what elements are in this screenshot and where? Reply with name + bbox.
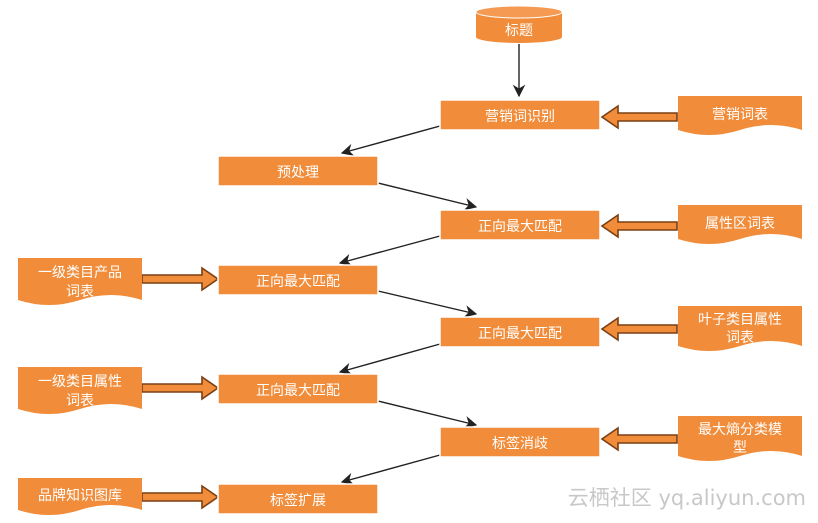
- edge-fmm4-to-label-disambig: [377, 400, 478, 429]
- lvl1-attr-dict-line1: 一级类目属性: [38, 374, 122, 390]
- lvl1-attr-dict-shape: [18, 367, 142, 414]
- attr-region-dict-shape: [678, 205, 802, 244]
- label-disambig-label: 标签消歧: [492, 435, 548, 452]
- fmm2-node: 正向最大匹配: [217, 264, 379, 296]
- fmm2-box: [217, 264, 379, 296]
- lvl1-attr-dict-node: 一级类目属性 词表: [18, 367, 142, 414]
- label-extend-box: [217, 483, 379, 515]
- fmm1-box: [439, 209, 601, 241]
- label-disambig-node: 标签消歧: [439, 426, 601, 458]
- max-entropy-model-line2: 型: [733, 440, 747, 456]
- leaf-attr-dict-shape: [678, 306, 802, 351]
- label-extend-label: 标签扩展: [270, 492, 326, 509]
- edge-fmm1-to-fmm2: [338, 235, 441, 267]
- block-arrow-marketing-dict: [600, 104, 678, 130]
- label-extend-node: 标签扩展: [217, 483, 379, 515]
- lvl1-product-dict-line1: 一级类目产品: [38, 265, 122, 281]
- attr-region-dict-label: 属性区词表: [705, 216, 775, 232]
- fmm3-label: 正向最大匹配: [478, 326, 562, 342]
- preprocess-label: 预处理: [277, 165, 319, 181]
- block-arrow-max-entropy-model: [600, 426, 678, 452]
- fmm4-box: [217, 373, 379, 405]
- block-arrow-leaf-attr-dict: [600, 316, 678, 342]
- edge-fmm2-to-fmm3: [377, 290, 478, 318]
- leaf-attr-dict-line1: 叶子类目属性: [698, 312, 782, 328]
- label-disambig-box: [439, 426, 601, 458]
- fmm2-label: 正向最大匹配: [256, 274, 340, 290]
- block-arrow-attr-region-dict: [600, 213, 678, 239]
- leaf-attr-dict-line2: 词表: [726, 330, 754, 346]
- marketing-recog-node: 营销词识别: [439, 99, 601, 131]
- title-cylinder-top: [475, 5, 563, 19]
- fmm3-box: [439, 316, 601, 348]
- fmm1-label: 正向最大匹配: [478, 219, 562, 235]
- block-arrow-lvl1-product-dict: [141, 266, 220, 292]
- fmm3-node: 正向最大匹配: [439, 316, 601, 348]
- edge-fmm3-to-fmm4: [338, 343, 441, 376]
- preprocess-node: 预处理: [217, 155, 379, 187]
- marketing-recog-box: [439, 99, 601, 131]
- brand-kb-node: 品牌知识图库: [18, 478, 142, 515]
- fmm1-node: 正向最大匹配: [439, 209, 601, 241]
- marketing-recog-label: 营销词识别: [485, 109, 555, 125]
- max-entropy-model-node: 最大熵分类模 型: [678, 416, 802, 461]
- marketing-dict-shape: [678, 96, 802, 135]
- block-arrow-lvl1-attr-dict: [141, 375, 220, 401]
- brand-kb-shape: [18, 478, 142, 515]
- max-entropy-model-line1: 最大熵分类模: [698, 422, 782, 438]
- fmm4-label: 正向最大匹配: [256, 383, 340, 399]
- lvl1-product-dict-node: 一级类目产品 词表: [18, 258, 142, 305]
- attr-region-dict-node: 属性区词表: [678, 205, 802, 244]
- edge-label-disambig-to-label-extend: [340, 454, 441, 486]
- preprocess-box: [217, 155, 379, 187]
- max-entropy-model-shape: [678, 416, 802, 461]
- lvl1-product-dict-shape: [18, 258, 142, 305]
- fmm4-node: 正向最大匹配: [217, 373, 379, 405]
- leaf-attr-dict-node: 叶子类目属性 词表: [678, 306, 802, 351]
- edge-preprocess-to-fmm1: [377, 182, 478, 211]
- brand-kb-label: 品牌知识图库: [38, 487, 122, 504]
- edge-marketing-recog-to-preprocess: [340, 125, 441, 157]
- title-node-label: 标题: [505, 23, 533, 39]
- lvl1-attr-dict-line2: 词表: [66, 393, 94, 409]
- watermark-text: 云栖社区 yq.aliyun.com: [568, 486, 806, 510]
- marketing-dict-label: 营销词表: [712, 107, 768, 123]
- marketing-dict-node: 营销词表: [678, 96, 802, 135]
- title-node: 标题: [475, 5, 563, 43]
- lvl1-product-dict-line2: 词表: [66, 284, 94, 300]
- block-arrow-brand-kb: [141, 484, 220, 510]
